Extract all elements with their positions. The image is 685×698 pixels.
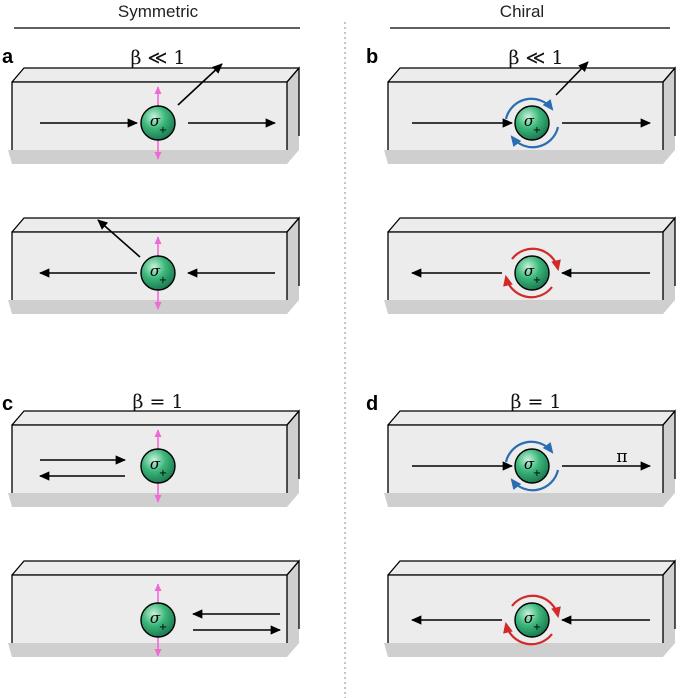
waveguide-outline — [387, 574, 664, 643]
circulation-arc-top — [504, 97, 554, 120]
waveguide-top-edge — [387, 410, 676, 426]
emitter-symbol: σ — [150, 455, 161, 473]
circulation-d2 — [503, 594, 561, 646]
emitter-subscript: + — [533, 275, 541, 286]
waveguide-top-edge — [11, 217, 300, 233]
waveguide-top-edge — [387, 67, 676, 83]
condition-b: β ≪ 1 — [508, 47, 563, 69]
phase-pi-label: π — [616, 447, 627, 467]
emitter-sphere — [140, 255, 176, 291]
emitter-sphere — [140, 448, 176, 484]
panel-label-d: d — [366, 393, 378, 415]
waveguide-bottom — [384, 150, 663, 164]
waveguide-outline — [387, 81, 664, 150]
waveguide-outline — [387, 424, 664, 493]
circulation-arc-bottom — [503, 621, 553, 646]
emitter-sphere — [514, 105, 550, 141]
waveguide-outline-side — [662, 216, 676, 286]
waveguide-outline — [11, 424, 288, 493]
emitter-c1: σ+ — [140, 448, 176, 484]
circulation-arc-top — [511, 247, 561, 272]
emitter-subscript: + — [159, 468, 167, 479]
waveguide-left-1 — [8, 66, 300, 164]
waveguide-outline — [11, 574, 288, 643]
waveguide-outline-side — [286, 216, 300, 286]
waveguide-outline — [387, 231, 664, 300]
condition-c: β = 1 — [132, 391, 183, 413]
emitters: σ+σ+σ+σ+σ+σ+σ+σ+ — [140, 105, 550, 638]
waveguide-outline-side — [662, 409, 676, 479]
circulation-arc-bottom — [510, 469, 560, 492]
emitter-symbol: σ — [150, 112, 161, 130]
circulation-d1 — [504, 440, 560, 492]
panel-label-b: b — [366, 46, 378, 68]
emitter-c2: σ+ — [140, 602, 176, 638]
emitter-symbol: σ — [150, 262, 161, 280]
waveguide-outline-side — [286, 66, 300, 136]
panel-label-c: c — [2, 393, 13, 415]
emitter-sphere — [514, 448, 550, 484]
waveguide-bottom — [384, 493, 663, 507]
emitter-d2: σ+ — [514, 602, 550, 638]
circulation-arc-bottom — [510, 126, 560, 149]
emitter-sphere — [140, 105, 176, 141]
waveguide-top-edge — [11, 410, 300, 426]
circulation-arc-top — [504, 440, 554, 463]
waveguide-bottom — [8, 643, 287, 657]
waveguide-outline-side — [286, 409, 300, 479]
condition-d: β = 1 — [510, 391, 561, 413]
emitter-a2: σ+ — [140, 255, 176, 291]
header-chiral: Chiral — [500, 2, 544, 21]
emitter-symbol: σ — [524, 112, 535, 130]
waveguides — [8, 66, 676, 657]
waveguide-outline — [11, 231, 288, 300]
waveguide-outline-side — [662, 559, 676, 629]
waveguide-outline-side — [286, 559, 300, 629]
emitter-a1: σ+ — [140, 105, 176, 141]
waveguide-bottom — [8, 493, 287, 507]
circulation-b2 — [503, 247, 561, 299]
waveguide-top-edge — [11, 560, 300, 576]
circulation-b1 — [504, 97, 560, 149]
emitter-subscript: + — [159, 275, 167, 286]
emitter-symbol: σ — [524, 609, 535, 627]
condition-a: β ≪ 1 — [130, 47, 185, 69]
circulation-arc-bottom — [503, 274, 553, 299]
waveguide-bottom — [8, 150, 287, 164]
waveguide-top-edge — [387, 217, 676, 233]
panel-label-a: a — [2, 46, 14, 68]
emitter-subscript: + — [159, 125, 167, 136]
waveguide-top-edge — [387, 560, 676, 576]
emitter-subscript: + — [533, 468, 541, 479]
header-symmetric: Symmetric — [118, 2, 199, 21]
emitter-subscript: + — [159, 622, 167, 633]
emitter-symbol: σ — [524, 262, 535, 280]
waveguide-bottom — [8, 300, 287, 314]
emitter-b2: σ+ — [514, 255, 550, 291]
emitter-sphere — [514, 255, 550, 291]
emitter-subscript: + — [533, 125, 541, 136]
waveguide-bottom — [384, 643, 663, 657]
waveguide-outline-side — [662, 66, 676, 136]
waveguide-bottom — [384, 300, 663, 314]
emitter-sphere — [514, 602, 550, 638]
emitter-sphere — [140, 602, 176, 638]
waveguide-outline — [11, 81, 288, 150]
scatter-arrow-b1 — [555, 61, 589, 96]
emitter-symbol: σ — [150, 609, 161, 627]
scatter-arrow-a2 — [97, 219, 141, 258]
waveguide-right-2 — [384, 216, 676, 314]
emitter-subscript: + — [533, 622, 541, 633]
emitter-d1: σ+ — [514, 448, 550, 484]
circulation-arc-top — [511, 594, 561, 619]
waveguide-top-edge — [11, 67, 300, 83]
scatter-arrow-a1 — [177, 63, 223, 106]
emitter-b1: σ+ — [514, 105, 550, 141]
emitter-symbol: σ — [524, 455, 535, 473]
